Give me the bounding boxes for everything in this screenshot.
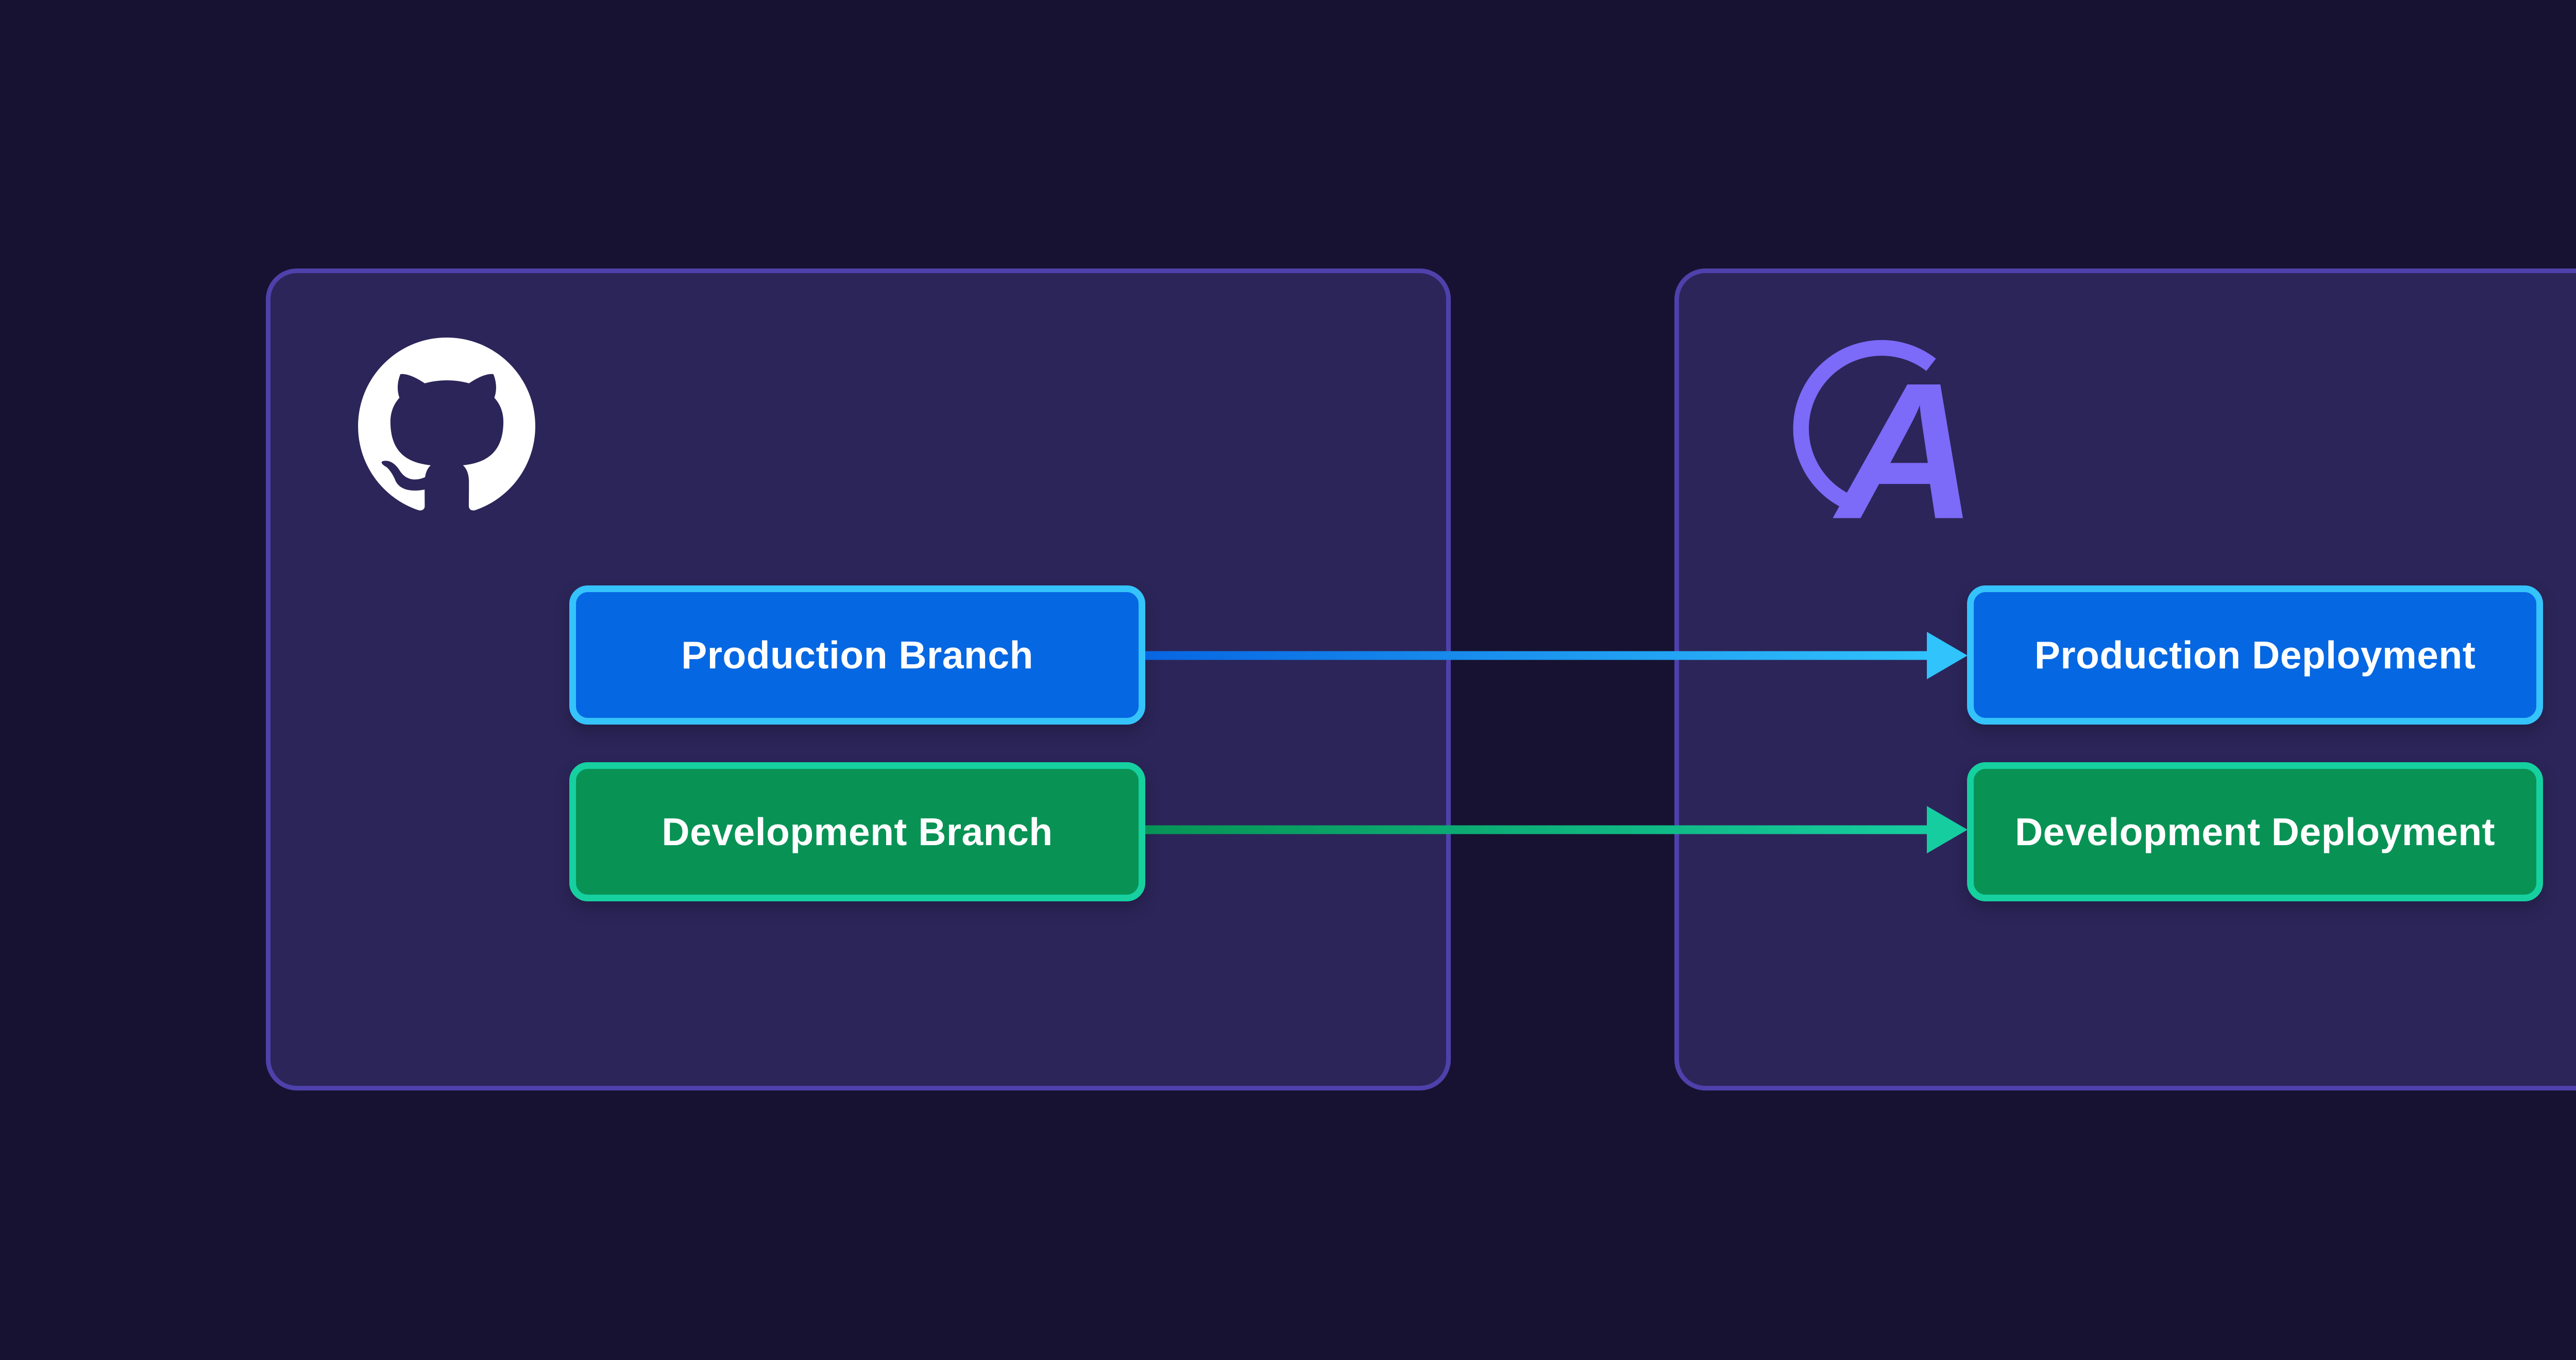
green-arrowhead-icon <box>1927 806 1968 853</box>
production-branch-label: Production Branch <box>681 633 1033 677</box>
production-deployment-node: Production Deployment <box>1967 585 2543 725</box>
production-connection-arrow <box>1145 632 1968 679</box>
production-deployment-label: Production Deployment <box>2034 633 2476 677</box>
development-connection-arrow <box>1145 806 1968 853</box>
development-branch-label: Development Branch <box>662 810 1053 853</box>
production-branch-node: Production Branch <box>569 585 1145 725</box>
workspace-a-logo-icon: A <box>1792 330 1986 559</box>
svg-text:A: A <box>1831 342 1977 559</box>
development-deployment-label: Development Deployment <box>2014 810 2496 853</box>
development-branch-node: Development Branch <box>569 762 1145 901</box>
development-deployment-node: Development Deployment <box>1967 762 2543 901</box>
github-logo-icon <box>358 338 535 517</box>
blue-arrowhead-icon <box>1927 632 1968 679</box>
